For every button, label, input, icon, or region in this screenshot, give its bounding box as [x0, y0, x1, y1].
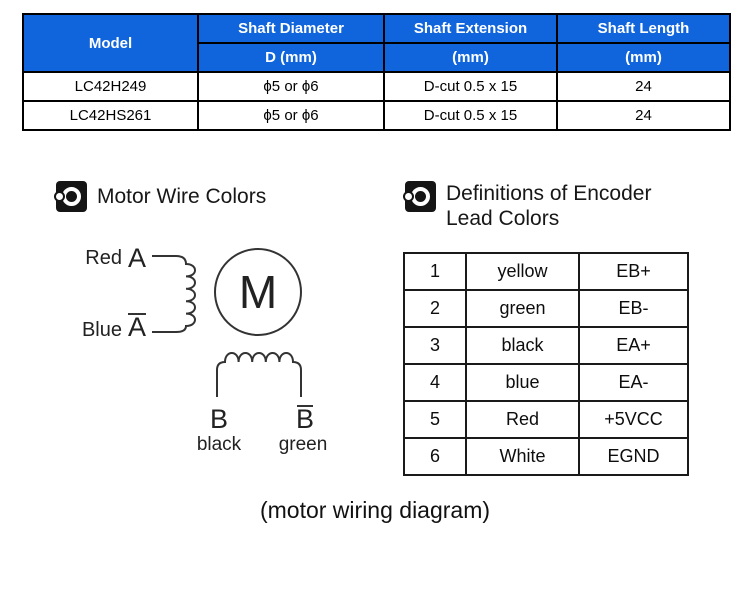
phase-a-coil	[152, 255, 196, 333]
motor-circle	[214, 248, 302, 336]
spec-cell-extension: D-cut 0.5 x 15	[383, 71, 558, 102]
encoder-color: green	[465, 289, 580, 328]
rotation-bullet-icon	[405, 181, 436, 212]
encoder-color: White	[465, 437, 580, 476]
icon-ring	[411, 187, 430, 206]
spec-subheader-extension-unit: (mm)	[383, 42, 558, 73]
terminal-label-a: A	[128, 243, 146, 273]
encoder-pin: 1	[403, 252, 467, 291]
shaft-spec-table: Model Shaft Diameter Shaft Extension Sha…	[22, 13, 731, 131]
table-row: 2 green EB-	[403, 289, 689, 328]
encoder-color: Red	[465, 400, 580, 439]
spec-subheader-length-unit: (mm)	[556, 42, 731, 73]
encoder-color: yellow	[465, 252, 580, 291]
spec-cell-extension: D-cut 0.5 x 15	[383, 100, 558, 131]
terminal-label-a-bar: A	[128, 312, 146, 342]
table-row: 6 White EGND	[403, 437, 689, 476]
encoder-color: black	[465, 326, 580, 365]
encoder-pin: 3	[403, 326, 467, 365]
motor-wiring-diagram: Red A Blue A M B B black green	[82, 243, 328, 455]
terminal-label-b-bar: B	[296, 404, 314, 434]
icon-dot	[405, 193, 412, 200]
spec-header-shaft-extension: Shaft Extension	[383, 13, 558, 44]
table-row: 5 Red +5VCC	[403, 400, 689, 439]
spec-cell-length: 24	[556, 100, 731, 131]
wire-color-label-green: green	[279, 434, 328, 455]
encoder-pin: 5	[403, 400, 467, 439]
wire-color-label-blue: Blue	[82, 319, 122, 341]
encoder-pin: 2	[403, 289, 467, 328]
encoder-pin: 4	[403, 363, 467, 402]
table-row: LC42HS261 ϕ5 or ϕ6 D-cut 0.5 x 15 24	[22, 100, 731, 131]
spec-header-model: Model	[22, 13, 199, 73]
encoder-section-title: Definitions of Encoder Lead Colors	[446, 181, 651, 231]
spec-cell-diameter: ϕ5 or ϕ6	[197, 100, 385, 131]
encoder-signal: +5VCC	[578, 400, 689, 439]
spec-subheader-diameter-unit: D (mm)	[197, 42, 385, 73]
motor-symbol-label: M	[239, 266, 277, 318]
encoder-lead-colors-heading: Definitions of Encoder Lead Colors	[405, 181, 651, 231]
table-row: D (mm) (mm) (mm)	[23, 42, 731, 73]
encoder-signal: EA-	[578, 363, 689, 402]
motor-section-title: Motor Wire Colors	[97, 185, 267, 208]
spec-header-shaft-length: Shaft Length	[556, 13, 731, 44]
encoder-title-line1: Definitions of Encoder	[446, 182, 652, 205]
wire-color-label-red: Red	[85, 247, 122, 269]
encoder-pin: 6	[403, 437, 467, 476]
encoder-signal: EB+	[578, 252, 689, 291]
icon-dot	[56, 193, 63, 200]
encoder-title-line2: Lead Colors	[446, 207, 560, 230]
motor-wire-colors-heading: Motor Wire Colors	[56, 181, 266, 212]
spec-header-shaft-diameter: Shaft Diameter	[197, 13, 385, 44]
table-row: 3 black EA+	[403, 326, 689, 365]
table-row: Model Shaft Diameter Shaft Extension Sha…	[22, 13, 731, 73]
table-row: LC42H249 ϕ5 or ϕ6 D-cut 0.5 x 15 24	[22, 71, 731, 102]
encoder-lead-table: 1 yellow EB+ 2 green EB- 3 black EA+ 4 b…	[403, 252, 689, 476]
phase-b-coil	[216, 352, 302, 397]
spec-cell-model: LC42HS261	[22, 100, 199, 131]
rotation-bullet-icon	[56, 181, 87, 212]
figure-caption: (motor wiring diagram)	[259, 497, 491, 523]
spec-cell-length: 24	[556, 71, 731, 102]
terminal-label-b: B	[210, 404, 228, 434]
wire-color-label-black: black	[197, 434, 242, 455]
icon-ring	[62, 187, 81, 206]
table-row: 4 blue EA-	[403, 363, 689, 402]
spec-cell-model: LC42H249	[22, 71, 199, 102]
encoder-color: blue	[465, 363, 580, 402]
encoder-signal: EGND	[578, 437, 689, 476]
spec-cell-diameter: ϕ5 or ϕ6	[197, 71, 385, 102]
table-row: 1 yellow EB+	[403, 252, 689, 291]
encoder-signal: EA+	[578, 326, 689, 365]
encoder-signal: EB-	[578, 289, 689, 328]
